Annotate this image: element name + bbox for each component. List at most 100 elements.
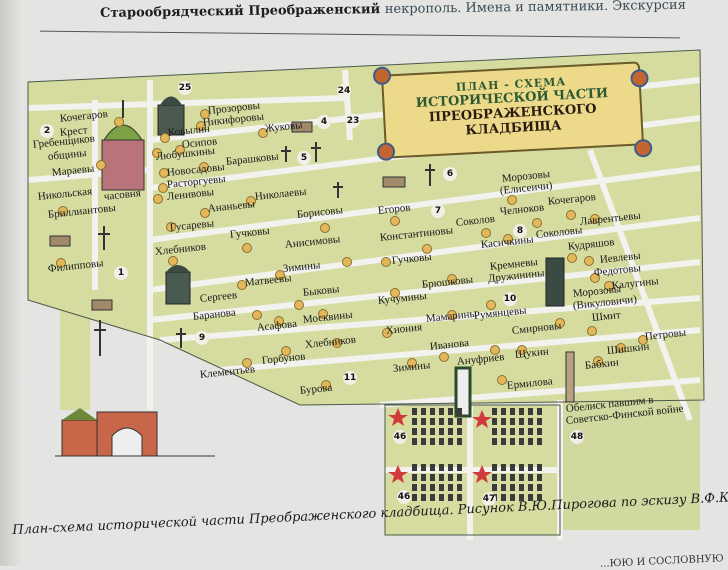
grave-marker	[430, 438, 435, 445]
grave-marker	[510, 438, 515, 445]
burial-marker-dot	[196, 121, 206, 131]
grave-marker	[448, 464, 453, 471]
grave-marker	[421, 464, 426, 471]
section-number-badge: 24	[337, 84, 351, 98]
grave-marker	[528, 474, 533, 481]
grave-marker	[421, 418, 426, 425]
grave-marker	[430, 418, 435, 425]
burial-marker-dot	[274, 316, 284, 326]
grave-marker	[412, 438, 417, 445]
section-number-badge: 25	[178, 81, 192, 95]
section-number-badge: 46	[397, 490, 411, 504]
burial-marker-dot	[152, 148, 162, 158]
grave-marker	[448, 428, 453, 435]
gate-icon	[55, 408, 215, 457]
grave-marker	[457, 408, 462, 415]
grave-marker	[537, 438, 542, 445]
grave-marker	[439, 464, 444, 471]
chapel-icon	[157, 96, 191, 305]
burial-marker-dot	[390, 288, 400, 298]
grave-marker	[501, 428, 506, 435]
burial-marker-dot	[638, 335, 648, 345]
grave-marker	[501, 474, 506, 481]
grave-marker	[519, 438, 524, 445]
burial-marker-dot	[407, 358, 417, 368]
grave-marker	[519, 418, 524, 425]
grave-marker	[519, 474, 524, 481]
map-title-scroll: ПЛАН - СХЕМА ИСТОРИЧЕСКОЙ ЧАСТИ ПРЕОБРАЖ…	[372, 61, 653, 162]
grave-marker	[501, 438, 506, 445]
burial-marker-dot	[447, 274, 457, 284]
burial-marker-dot	[242, 358, 252, 368]
burial-marker-dot	[258, 128, 268, 138]
section-number-badge: 47	[482, 492, 496, 506]
grave-marker	[501, 484, 506, 491]
map-outlines	[27, 49, 705, 536]
burial-marker-dot	[237, 280, 247, 290]
grave-marker	[457, 494, 462, 501]
grave-marker	[430, 484, 435, 491]
grave-marker	[457, 464, 462, 471]
burial-marker-dot	[604, 281, 614, 291]
grave-marker	[457, 418, 462, 425]
grave-marker	[421, 408, 426, 415]
grave-marker	[528, 438, 533, 445]
burial-marker-dot	[153, 194, 163, 204]
burial-marker-dot	[590, 273, 600, 283]
section-number-badge: 9	[195, 331, 209, 345]
burial-marker-dot	[58, 206, 68, 216]
grave-marker	[519, 484, 524, 491]
burial-marker-dot	[159, 168, 169, 178]
burial-marker-dot	[56, 258, 66, 268]
grave-marker	[528, 464, 533, 471]
burial-marker-dot	[382, 328, 392, 338]
grave-marker	[457, 474, 462, 481]
scroll-curl-icon	[376, 142, 396, 162]
section-number-badge: 46	[393, 430, 407, 444]
burial-marker-dot	[342, 257, 352, 267]
grave-marker	[501, 464, 506, 471]
grave-marker	[510, 484, 515, 491]
cross-icons	[94, 142, 435, 356]
grave-marker	[519, 428, 524, 435]
grave-marker	[412, 464, 417, 471]
grave-marker	[510, 428, 515, 435]
burial-marker-dot	[555, 318, 565, 328]
scroll-curl-icon	[372, 66, 392, 86]
section-number-badge: 1	[114, 266, 128, 280]
grave-marker	[537, 408, 542, 415]
burial-marker-dot	[200, 109, 210, 119]
burial-marker-dot	[566, 210, 576, 220]
section-number-badge: 7	[431, 204, 445, 218]
grave-marker	[421, 428, 426, 435]
church-icon	[101, 100, 145, 191]
section-number-badge: 5	[297, 151, 311, 165]
burial-marker-dot	[281, 346, 291, 356]
section-number-badge: 6	[443, 167, 457, 181]
grave-marker	[492, 428, 497, 435]
grave-marker	[421, 438, 426, 445]
grave-marker	[510, 418, 515, 425]
burial-marker-dot	[321, 380, 331, 390]
grave-marker	[537, 418, 542, 425]
grave-marker	[457, 428, 462, 435]
grave-marker	[457, 484, 462, 491]
grave-marker	[537, 464, 542, 471]
burial-marker-dot	[497, 375, 507, 385]
grave-marker	[519, 408, 524, 415]
grave-marker	[412, 408, 417, 415]
grave-marker	[430, 464, 435, 471]
grave-marker	[492, 464, 497, 471]
burial-marker-dot	[486, 300, 496, 310]
grave-marker	[412, 494, 417, 501]
burial-marker-dot	[158, 183, 168, 193]
burial-marker-dot	[168, 256, 178, 266]
grave-marker	[439, 418, 444, 425]
grave-marker	[412, 418, 417, 425]
burial-marker-dot	[381, 257, 391, 267]
burial-marker-dot	[590, 214, 600, 224]
burial-marker-dot	[490, 345, 500, 355]
burial-marker-dot	[294, 300, 304, 310]
burial-marker-dot	[481, 228, 491, 238]
burial-marker-dot	[114, 117, 124, 127]
